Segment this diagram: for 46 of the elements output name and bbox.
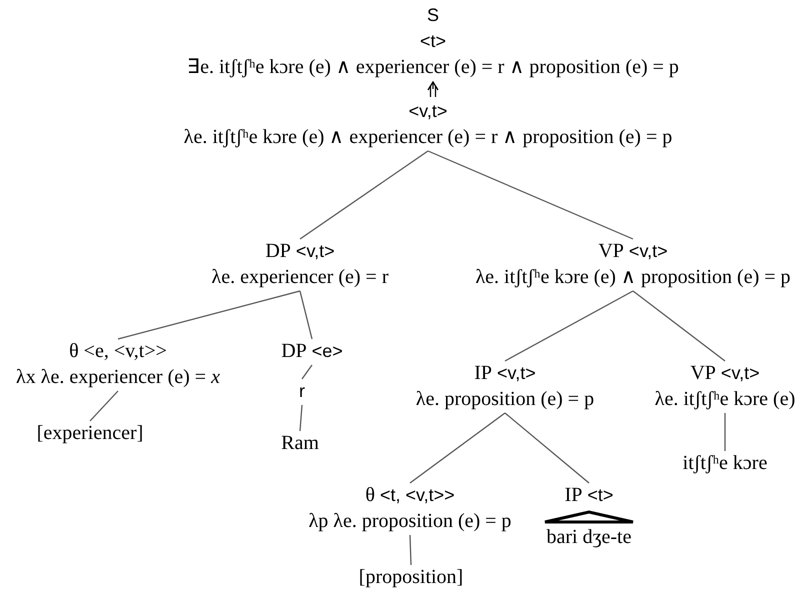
tree-node-label: itʃtʃʰe kɔre	[682, 451, 768, 476]
type-label: <v,t>	[720, 362, 760, 385]
double-arrow	[427, 81, 439, 98]
tree-branch	[300, 150, 428, 240]
tree-branch	[409, 534, 412, 566]
type-label: r	[299, 380, 305, 403]
tree-node-label: VP	[690, 361, 716, 386]
type-label: S	[426, 4, 439, 27]
semantic-formula: λe. itʃtʃʰe kɔre (e) ∧ experiencer (e) = r ∧ proposition (e) = p	[184, 125, 672, 150]
type-label: <t>	[420, 30, 446, 53]
semantic-formula: λe. itʃtʃʰe kɔre (e)	[654, 387, 796, 412]
tree-branch	[299, 404, 303, 432]
tree-node-label: θ <e, <v,t>>	[69, 339, 167, 364]
tree-node-label: VP	[598, 239, 624, 264]
tree-branch	[504, 290, 634, 362]
type-label: <v,t>	[628, 240, 668, 263]
tree-node-label: θ	[365, 483, 375, 508]
tree-node-label: [proposition]	[358, 565, 464, 590]
tree-node-label: DP	[281, 339, 307, 364]
tree-branch	[302, 364, 312, 380]
semantic-formula: ∃e. itʃtʃʰe kɔre (e) ∧ experiencer (e) = r ∧ proposition (e) = p	[187, 55, 679, 80]
tree-node-label: [experiencer]	[36, 421, 144, 446]
tree-branch	[90, 390, 118, 422]
type-label: <v,t>	[497, 362, 536, 385]
semantic-formula: λe. experiencer (e) = r	[212, 265, 388, 290]
tree-branch	[724, 413, 726, 451]
tree-branch	[428, 150, 634, 240]
tree-node-label: bari dʒe-te	[546, 525, 632, 550]
type-label: <t, <v,t>>	[380, 484, 455, 507]
type-label: <t>	[587, 484, 614, 507]
tree-branch	[299, 290, 313, 340]
tree-node-label: IP	[564, 483, 582, 508]
semantic-formula: λe. itʃtʃʰe kɔre (e) ∧ proposition (e) = p	[475, 265, 791, 290]
tree-branch	[504, 412, 590, 484]
tree-node-label: Ram	[281, 431, 319, 456]
tree-node-label: DP	[265, 239, 291, 264]
tree-branch	[632, 290, 726, 362]
type-label: <v,t>	[408, 100, 448, 123]
semantic-formula: λe. proposition (e) = p	[416, 387, 594, 412]
type-label: <e>	[312, 340, 343, 363]
tree-branch	[118, 290, 300, 340]
tree-node-label: IP	[474, 361, 492, 386]
semantic-formula: λp λe. proposition (e) = p	[308, 509, 512, 534]
tree-branch	[410, 412, 506, 484]
type-label: <v,t>	[296, 240, 335, 263]
semantic-formula: λx λe. experiencer (e) = x	[16, 365, 220, 390]
